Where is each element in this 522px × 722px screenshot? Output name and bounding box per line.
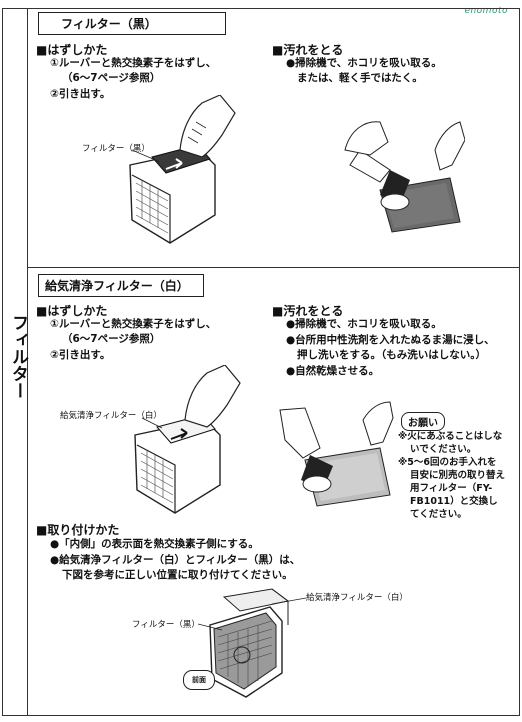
- section1-clean-heading: ■汚れをとる: [272, 43, 344, 57]
- request-note-7: てください。: [410, 509, 467, 520]
- section1-clean-step-2: または、軽く手ではたく。: [297, 72, 423, 84]
- section2-clean-heading: ■汚れをとる: [272, 304, 344, 318]
- pointer-line-2: [141, 417, 163, 429]
- sidebar-label-text: フィルター: [8, 314, 28, 399]
- request-note-2: いでください。: [410, 444, 477, 455]
- section2-remove-step-2: ②引き出す。: [50, 349, 111, 361]
- front-mark-text: 前面: [192, 676, 206, 684]
- install-step-1: ●「内側」の表示面を熱交換素子側にする。: [50, 538, 259, 550]
- pointer-line-install-white: [271, 597, 307, 605]
- brand-mark: enomoto: [464, 6, 508, 16]
- install-step-3: 下図を参考に正しい位置に取り付けてください。: [62, 569, 293, 581]
- section1-title: フィルター（黒）: [38, 12, 226, 35]
- section1-remove-step-ref: （6～7ページ参照）: [62, 72, 161, 84]
- filter-removal-illustration-2: [134, 365, 241, 514]
- sidebar-label: フィルター: [7, 314, 28, 405]
- request-note-5: 用フィルター（FY-: [410, 483, 493, 494]
- content-frame: [28, 8, 520, 716]
- install-step-2: ●給気清浄フィルター（白）とフィルター（黒）は、: [50, 554, 301, 566]
- pointer-line-install-black: [197, 623, 223, 631]
- section2-remove-step-ref: （6～7ページ参照）: [62, 333, 161, 345]
- request-note-4: 目安に別売の取り替え: [410, 470, 506, 481]
- section2-remove-heading: ■はずしかた: [36, 304, 108, 318]
- section1-remove-step-1: ①ルーバーと熱交換素子をはずし、: [50, 57, 217, 69]
- vacuum-cleaning-illustration-1: [344, 121, 465, 233]
- section1-remove-step-2: ②引き出す。: [50, 88, 111, 100]
- sidebar: フィルター: [2, 8, 28, 716]
- install-label-white: 給気清浄フィルター（白）: [306, 593, 408, 603]
- section2-title: 給気清浄フィルター（白）: [38, 274, 204, 297]
- front-mark: 前面: [183, 670, 215, 690]
- request-badge: お願い: [401, 412, 445, 431]
- filter-removal-illustration-1: [129, 95, 236, 244]
- section2-figure-label: 給気清浄フィルター（白）: [60, 411, 162, 421]
- request-note-6: FB1011）と交換し: [410, 496, 498, 507]
- request-note-3: ※5～6回のお手入れを: [398, 457, 497, 468]
- section2-remove-step-1: ①ルーバーと熱交換素子をはずし、: [50, 318, 217, 330]
- install-label-black: フィルター（黒）: [132, 620, 200, 630]
- section1-remove-heading: ■はずしかた: [36, 43, 108, 57]
- washing-illustration-2: [279, 401, 394, 507]
- section1-figure-label: フィルター（黒）: [82, 144, 150, 154]
- install-heading: ■取り付けかた: [36, 523, 120, 537]
- pointer-line-1: [131, 149, 161, 163]
- request-note-1: ※火にあぶることはしな: [398, 431, 503, 442]
- section2-clean-step-4: ●自然乾燥させる。: [286, 365, 380, 377]
- section2-clean-step-3: 押し洗いをする。（もみ洗いはしない。）: [297, 349, 486, 361]
- section1-clean-step-1: ●掃除機で、ホコリを吸い取る。: [286, 57, 442, 69]
- section-divider: [28, 267, 520, 268]
- section2-clean-step-2: ●台所用中性洗剤を入れたぬるま湯に浸し、: [286, 334, 495, 346]
- section2-clean-step-1: ●掃除機で、ホコリを吸い取る。: [286, 318, 442, 330]
